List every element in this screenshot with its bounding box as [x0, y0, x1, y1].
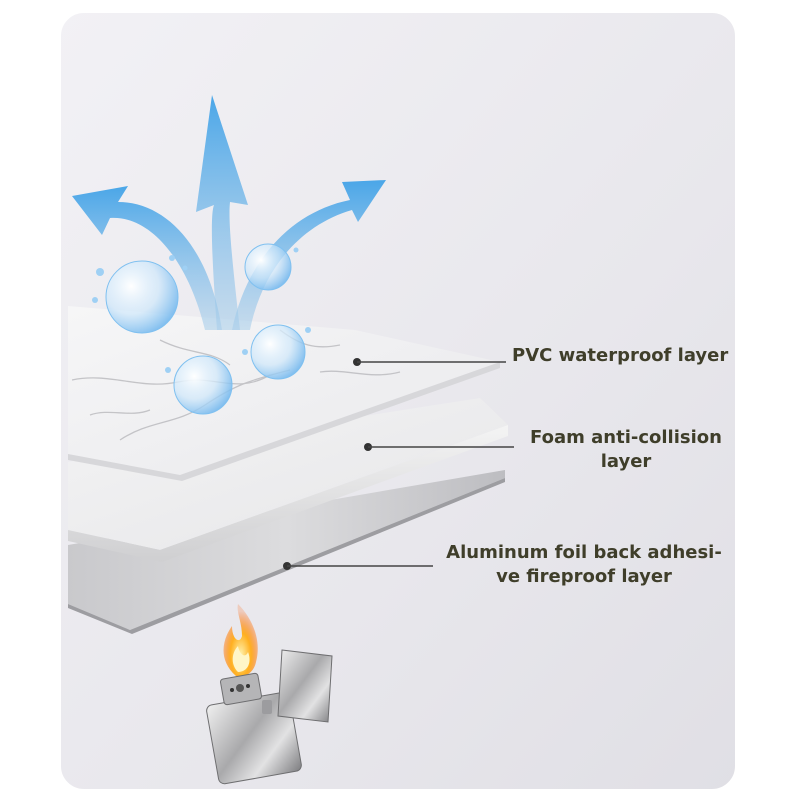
aluminum-layer-label: Aluminum foil back adhesi- ve fireproof …: [438, 541, 730, 589]
foam-layer-label: Foam anti-collision layer: [520, 426, 732, 474]
pvc-layer-label: PVC waterproof layer: [512, 344, 728, 368]
foam-layer-label-line-1: Foam anti-collision: [520, 426, 732, 450]
foam-layer-label-line-2: layer: [520, 450, 732, 474]
aluminum-layer-label-line-2: ve fireproof layer: [438, 565, 730, 589]
pvc-layer-label-line-1: PVC waterproof layer: [512, 344, 728, 368]
aluminum-layer-label-line-1: Aluminum foil back adhesi-: [438, 541, 730, 565]
